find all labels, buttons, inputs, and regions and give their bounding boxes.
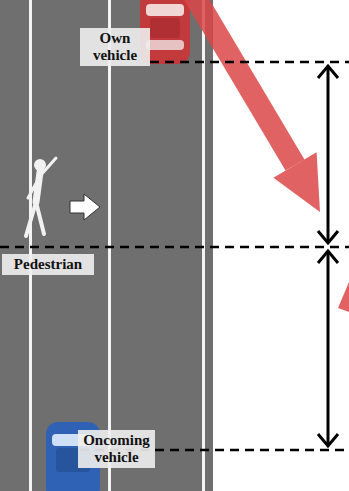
distance-arrow [318, 251, 338, 446]
dashed-reference-line [150, 61, 349, 64]
road-surface [0, 0, 213, 491]
walking-direction-arrow [70, 194, 100, 220]
lane-line [29, 0, 32, 491]
label-box: Pedestrian [2, 254, 94, 275]
lane-line [108, 0, 111, 491]
label-text: Pedestrian [6, 256, 90, 273]
label-text: Own vehicle [84, 30, 146, 64]
label-box: Own vehicle [80, 28, 150, 66]
pedestrian-figure [26, 158, 56, 236]
hazard-arrow-head [273, 152, 320, 212]
hazard-arrow-shaft [185, 0, 295, 165]
label-box: Oncoming vehicle [78, 430, 155, 468]
dashed-reference-line [0, 246, 349, 249]
distance-arrow [318, 66, 338, 243]
hazard-arrow-fragment [338, 282, 349, 312]
label-text: Oncoming vehicle [82, 432, 151, 466]
lane-line [202, 0, 205, 491]
